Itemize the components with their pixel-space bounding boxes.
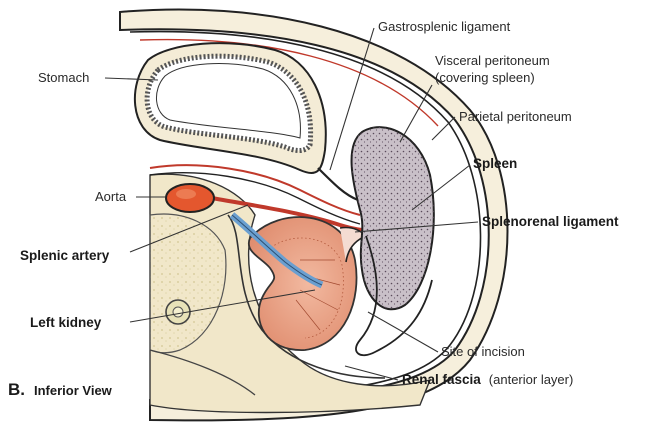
label-left-kidney: Left kidney xyxy=(30,315,102,330)
label-splenic-artery: Splenic artery xyxy=(20,248,110,263)
label-renal-fascia-note: (anterior layer) xyxy=(489,372,574,387)
left-kidney xyxy=(249,217,357,350)
figure-caption: B. Inferior View xyxy=(8,380,113,399)
label-renal-fascia: Renal fascia (anterior layer) xyxy=(402,371,573,388)
spleen xyxy=(352,127,434,309)
aorta xyxy=(166,184,214,212)
label-splenorenal-ligament: Splenorenal ligament xyxy=(482,214,619,229)
label-aorta: Aorta xyxy=(95,189,127,204)
label-renal-fascia-name: Renal fascia xyxy=(402,372,481,387)
stomach xyxy=(135,43,326,173)
label-site-of-incision: Site of incision xyxy=(441,344,525,359)
label-visceral-peritoneum: Visceral peritoneum xyxy=(435,53,550,68)
label-parietal-peritoneum: Parietal peritoneum xyxy=(459,109,572,124)
label-visceral-peritoneum-note: (covering spleen) xyxy=(435,70,535,85)
caption-letter: B. xyxy=(8,380,25,399)
label-gastrosplenic-ligament: Gastrosplenic ligament xyxy=(378,19,511,34)
caption-text: Inferior View xyxy=(34,383,113,398)
label-spleen: Spleen xyxy=(473,156,517,171)
label-stomach: Stomach xyxy=(38,70,89,85)
